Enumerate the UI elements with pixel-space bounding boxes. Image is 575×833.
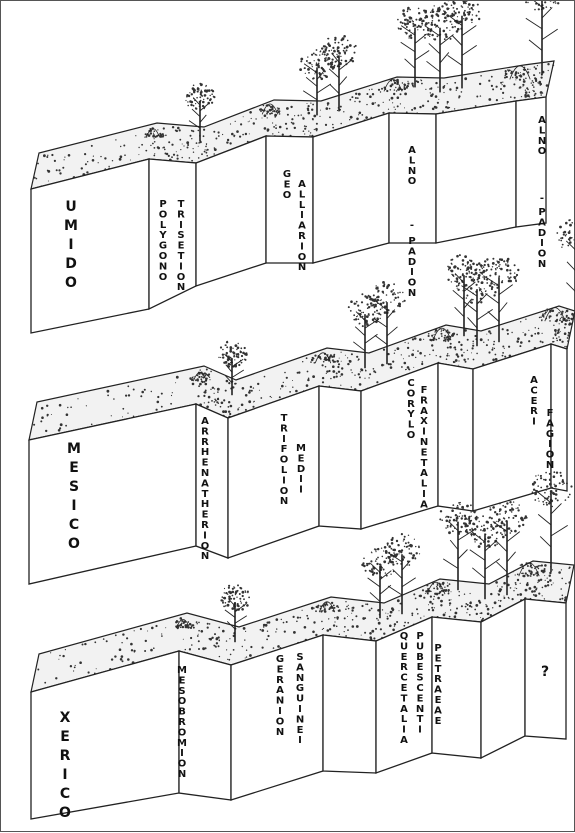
tree-icon: [397, 7, 433, 88]
face-4: [323, 635, 376, 773]
face-6: [438, 363, 473, 511]
tree-icon: [439, 502, 477, 590]
face-1: [31, 159, 149, 333]
association-label: -: [410, 220, 414, 231]
face-7: [436, 101, 516, 243]
face-3: [196, 136, 266, 286]
face-4: [319, 386, 361, 529]
face-7: [473, 344, 551, 511]
association-label: -: [540, 193, 544, 204]
association-label: ?: [541, 664, 549, 680]
tree-icon: [556, 219, 575, 318]
face-5: [313, 113, 389, 263]
face-7: [481, 599, 525, 758]
face-2: [149, 159, 196, 309]
